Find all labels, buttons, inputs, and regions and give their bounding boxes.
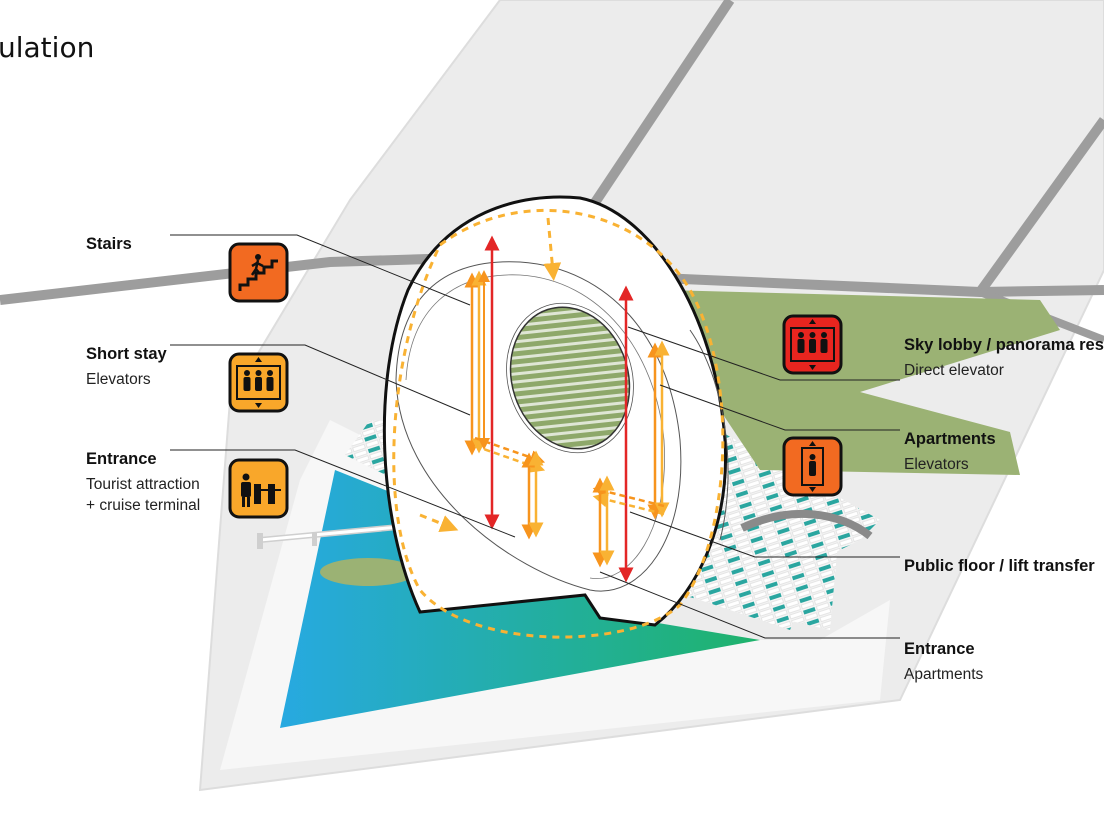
label-sky-lobby-title: Sky lobby / panorama rest <box>904 336 1104 354</box>
leader-sky-lobby <box>627 326 900 381</box>
label-entrance-apartments-title: Entrance <box>904 640 975 658</box>
leader-apartments <box>659 384 900 431</box>
label-stairs: Stairs <box>86 235 132 253</box>
label-public-floor: Public floor / lift transfer <box>904 557 1095 575</box>
label-short-stay-sub: Elevators <box>86 371 151 388</box>
group-elevator-icon <box>782 314 843 375</box>
stairs-icon <box>228 242 289 303</box>
label-entrance-tourist-sub2: + cruise terminal <box>86 497 200 514</box>
label-entrance-tourist-sub1: Tourist attraction <box>86 476 200 493</box>
page-title: ulation <box>0 31 94 64</box>
tiled-plaza-right <box>700 420 880 630</box>
label-short-stay-title: Short stay <box>86 345 168 363</box>
single-elevator-icon <box>782 436 843 497</box>
leader-stairs <box>170 234 471 306</box>
park-path <box>740 509 873 540</box>
label-entrance-apartments-sub: Apartments <box>904 666 984 683</box>
leader-short-stay <box>170 344 471 416</box>
label-apartments-title: Apartments <box>904 430 996 448</box>
group-elevator-icon <box>228 352 289 413</box>
leader-public-floor <box>629 511 900 558</box>
label-apartments-sub: Elevators <box>904 456 969 473</box>
leader-entrance-apartments <box>599 571 900 639</box>
leader-lines <box>170 234 900 639</box>
label-entrance-tourist-title: Entrance <box>86 450 157 468</box>
circulation-routes <box>392 208 725 639</box>
turnstile-entrance-icon <box>228 458 289 519</box>
label-sky-lobby-sub: Direct elevator <box>904 362 1004 379</box>
water-island <box>320 558 416 586</box>
green-park <box>665 290 1060 475</box>
leader-entrance-tourist <box>170 449 516 538</box>
